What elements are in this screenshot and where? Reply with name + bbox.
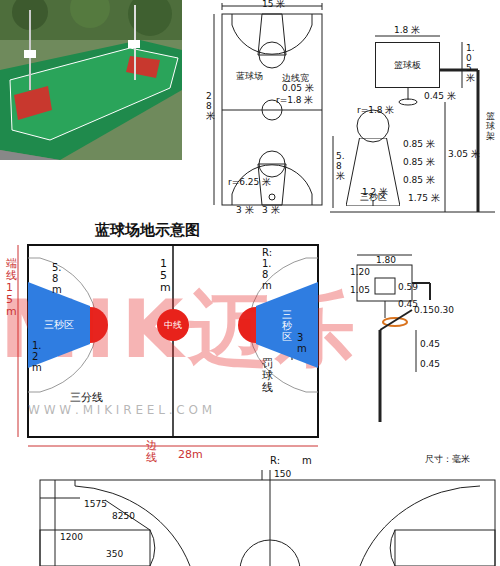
dimension-label: R: <box>270 455 280 466</box>
dimension-label: R: 1.8m <box>262 247 272 291</box>
dimension-label: 28 米 <box>206 92 215 122</box>
dimension-label: 0.45 <box>420 360 440 370</box>
dimension-label: 3 米 <box>236 206 254 216</box>
top-court <box>214 3 322 205</box>
part-name: 蓝球场 <box>236 72 263 82</box>
dimension-label: 1.2m <box>32 340 42 373</box>
diagram-title: 蓝球场地示意图 <box>95 222 200 239</box>
dimension-label: 350 <box>106 550 123 560</box>
dimension-label: 0.30 <box>434 306 454 316</box>
key-outline <box>346 138 400 206</box>
dimension-label: 28m <box>178 449 203 461</box>
dimension-label: 3 米 <box>262 206 280 216</box>
dimension-label: 3.05 米 <box>448 150 480 160</box>
area-name: 三秒区 <box>282 309 292 342</box>
area-name: 篮球板 <box>394 59 421 72</box>
dimension-label: 1.05 米 <box>466 44 475 84</box>
dimension-label: 8250 <box>112 512 135 522</box>
dimension-label: 1.75 米 <box>408 194 440 204</box>
dimension-label: 150 <box>274 470 291 480</box>
dimension-label: 3m <box>297 332 307 354</box>
key-area: 三秒区 <box>256 282 318 368</box>
dimension-label: 1.2 米 <box>362 188 388 198</box>
dimension-label: 1575 <box>84 500 107 510</box>
part-name: 边线 <box>146 440 157 464</box>
dimension-label: 1.20 <box>350 268 370 278</box>
area-name: 三秒区 <box>44 318 74 332</box>
dimension-label: 0.45 <box>420 340 440 350</box>
center-circle: 中线 <box>157 309 189 341</box>
dimension-label: 1.05 <box>350 286 370 296</box>
watermark: W W W . M I K I R E E L . C O M <box>28 404 212 417</box>
part-name: 罚球线 <box>262 358 273 394</box>
dimension-label: 1.80 <box>376 256 396 266</box>
dimension-label: r=6.25 米 <box>228 178 271 188</box>
dimension-label: 端线 15m <box>6 258 17 318</box>
dimension-label: 0.85 米 <box>403 140 435 150</box>
dimension-label: 0.45 米 <box>424 92 456 102</box>
backboard-elevation <box>330 36 495 212</box>
dimension-label: 边线宽 0.05 米 <box>282 74 322 94</box>
dimension-label: 5.8m <box>52 262 62 295</box>
dimension-label: 0.15 <box>414 306 434 316</box>
cad-plan <box>40 470 495 566</box>
dimension-label: 0.85 米 <box>403 158 435 168</box>
unit-note: 尺寸：毫米 <box>425 455 470 465</box>
backboard-detail <box>357 255 430 422</box>
part-name: 篮球架 <box>486 112 495 142</box>
dimension-label: 0.85 米 <box>403 176 435 186</box>
court-photo <box>0 0 182 160</box>
dimension-label: 5.8 米 <box>336 152 345 182</box>
dimension-label: 15m <box>160 258 171 294</box>
dimension-label: r=1.8 米 <box>357 106 394 116</box>
backboard-box: 篮球板 <box>375 42 440 88</box>
dimension-label: 15 米 <box>262 0 285 10</box>
dimension-label: 0.59 <box>398 283 418 293</box>
area-name: 中线 <box>164 319 182 332</box>
dimension-label: 1.8 米 <box>394 26 420 36</box>
dimension-label: m <box>302 455 312 466</box>
dimension-label: 1200 <box>60 533 83 543</box>
dimension-label: r=1.8 米 <box>276 96 313 106</box>
part-name: 三分线 <box>70 392 103 404</box>
